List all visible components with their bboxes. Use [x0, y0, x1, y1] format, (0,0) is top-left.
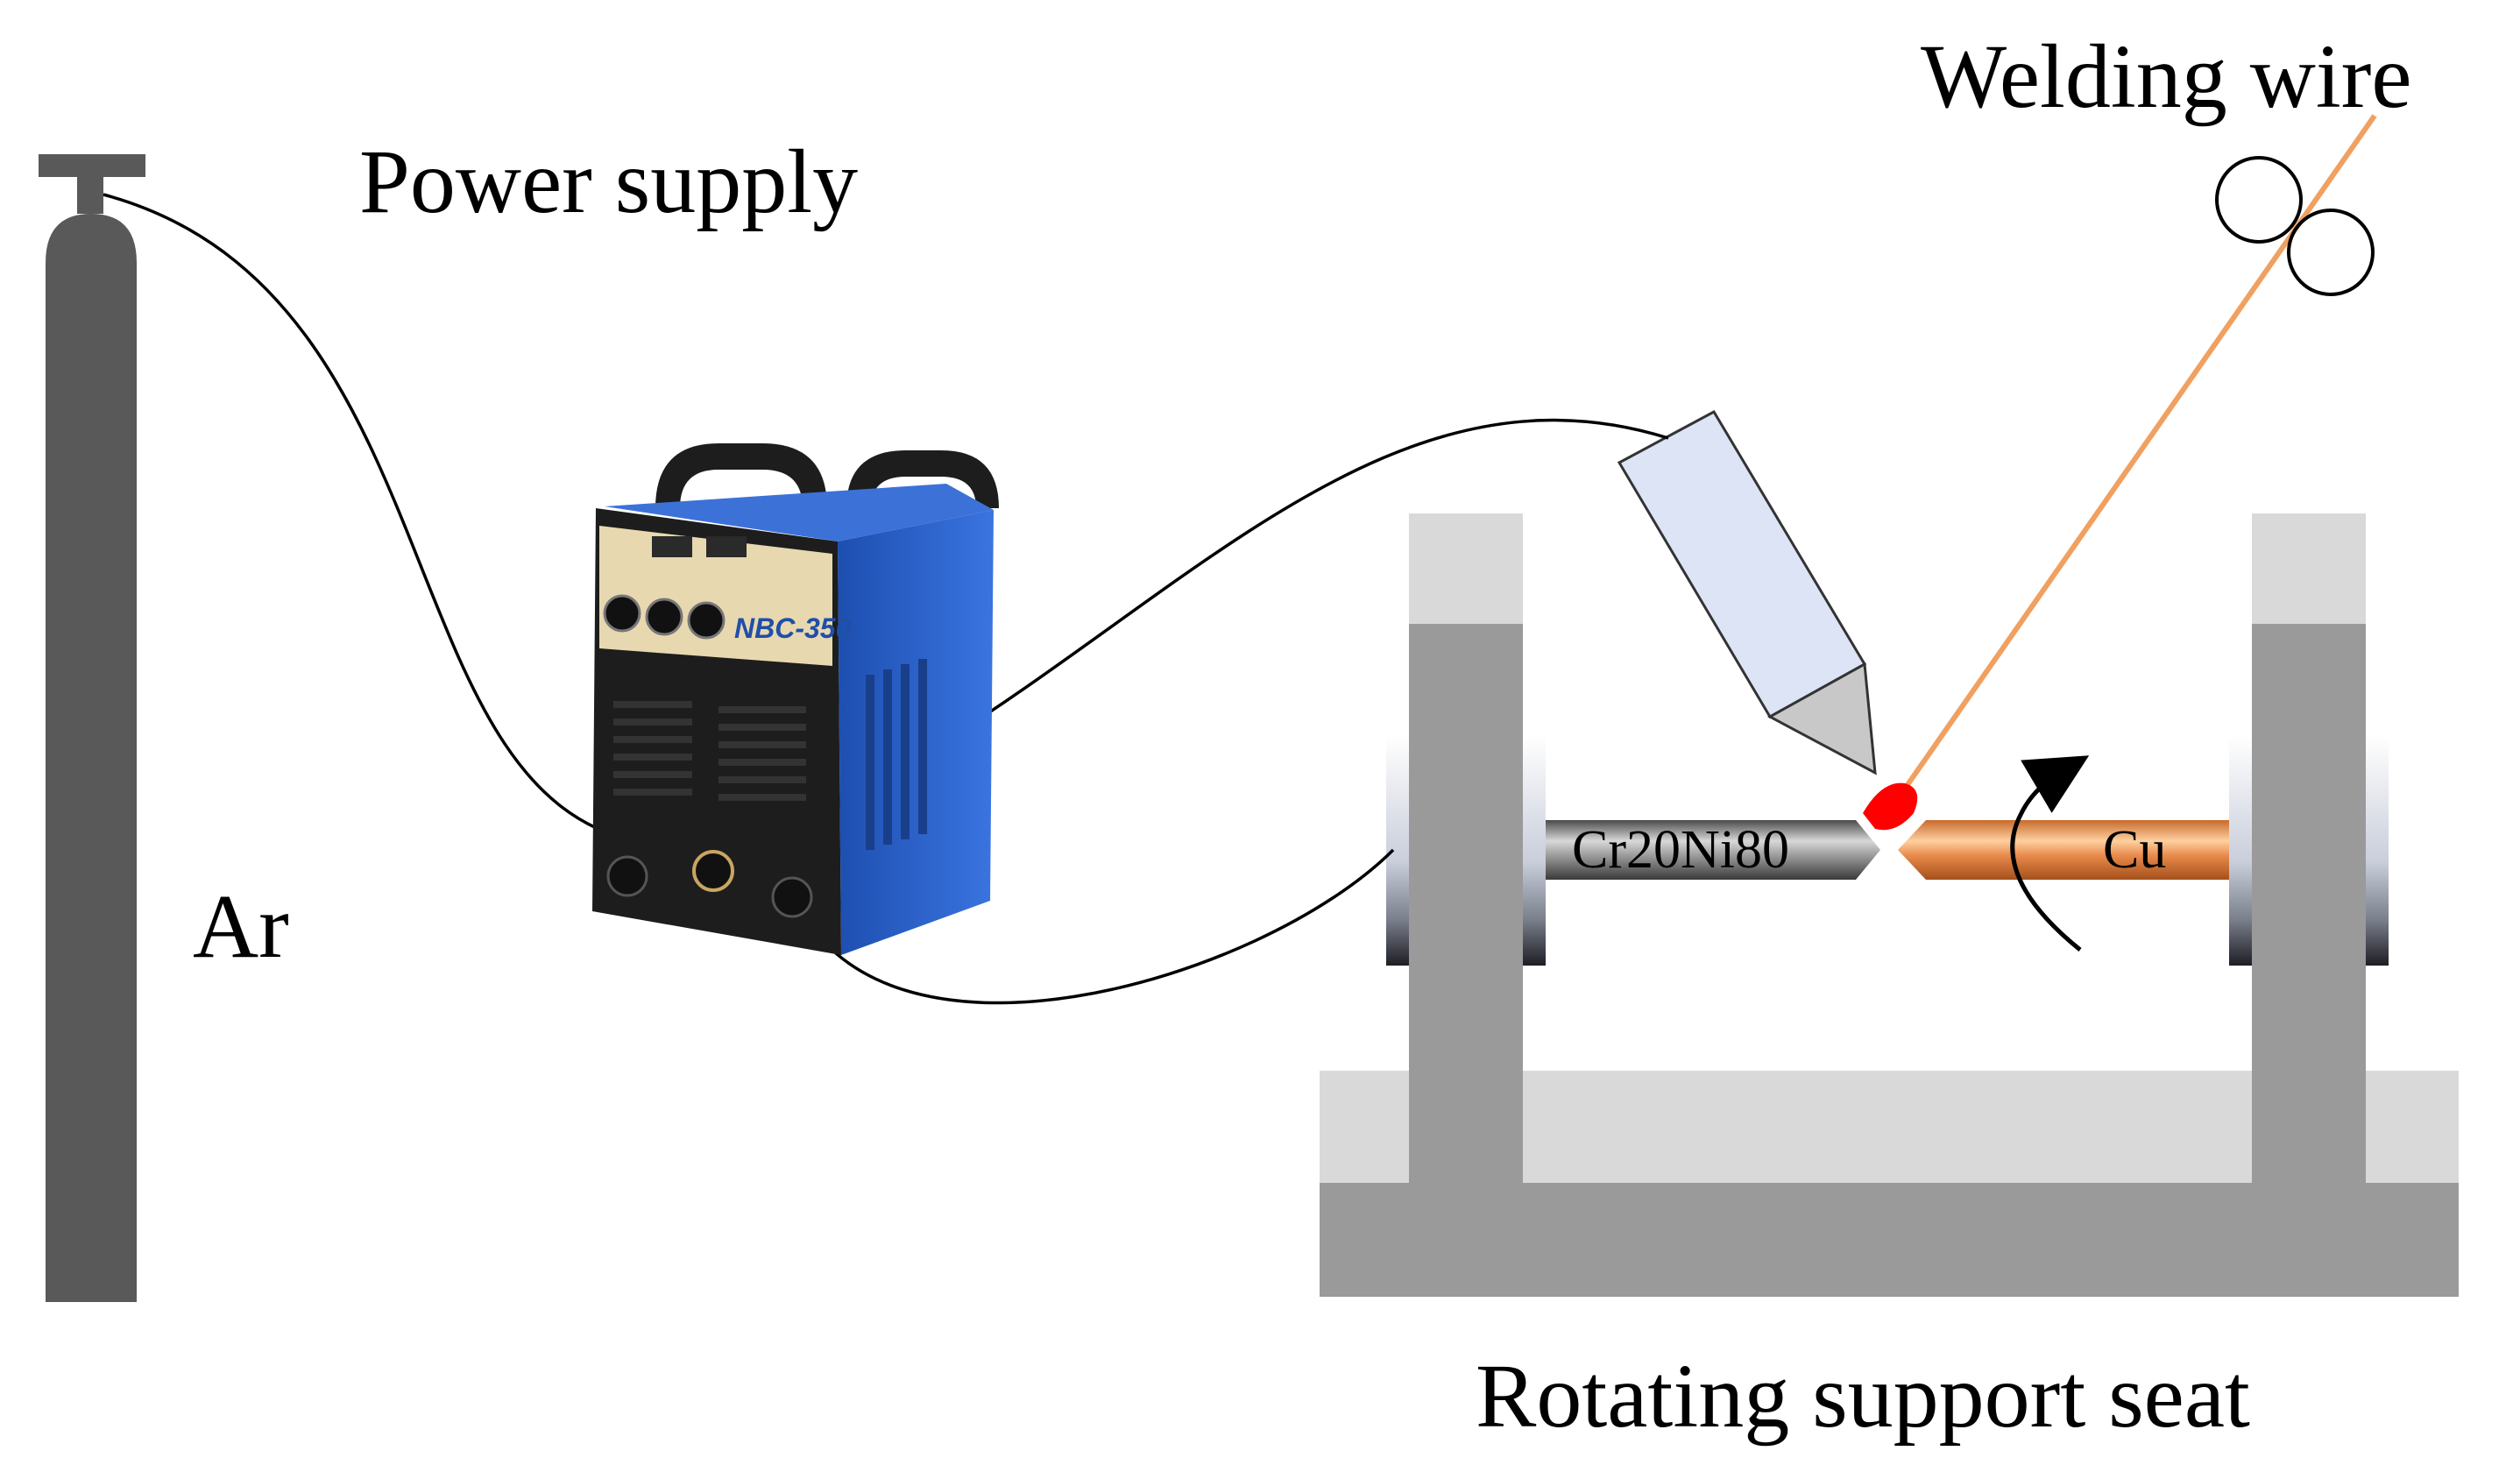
argon-cylinder [39, 154, 145, 1302]
argon-label: Ar [193, 876, 289, 977]
weld-spot [1863, 782, 1918, 831]
machine-model-label: NBC-350 [734, 612, 852, 644]
knob-icon [687, 601, 726, 640]
power-supply-machine [592, 443, 999, 955]
output-socket-icon [771, 876, 813, 918]
output-socket-icon [606, 855, 648, 897]
knob-icon [603, 594, 641, 633]
rotating-support-seat-label: Rotating support seat [1476, 1346, 2250, 1447]
wire-feed-roller-upper [2215, 156, 2303, 244]
rotating-support-seat [1320, 513, 2459, 1297]
cr20ni80-rod [1546, 820, 1880, 880]
welding-wire-label: Welding wire [1921, 26, 2412, 127]
left-chuck-disc [1386, 736, 1546, 966]
output-socket-icon [692, 850, 734, 892]
right-chuck-disc [2229, 736, 2389, 966]
power-supply-label: Power supply [359, 131, 858, 232]
cu-rod [1898, 820, 2229, 880]
welding-torch [1617, 410, 1877, 775]
rotation-arrow [2010, 755, 2090, 952]
wire-feed-roller-lower [2287, 209, 2375, 296]
cr20ni80-label: Cr20Ni80 [1572, 820, 1789, 880]
knob-icon [645, 598, 683, 636]
cu-label: Cu [2103, 820, 2166, 880]
